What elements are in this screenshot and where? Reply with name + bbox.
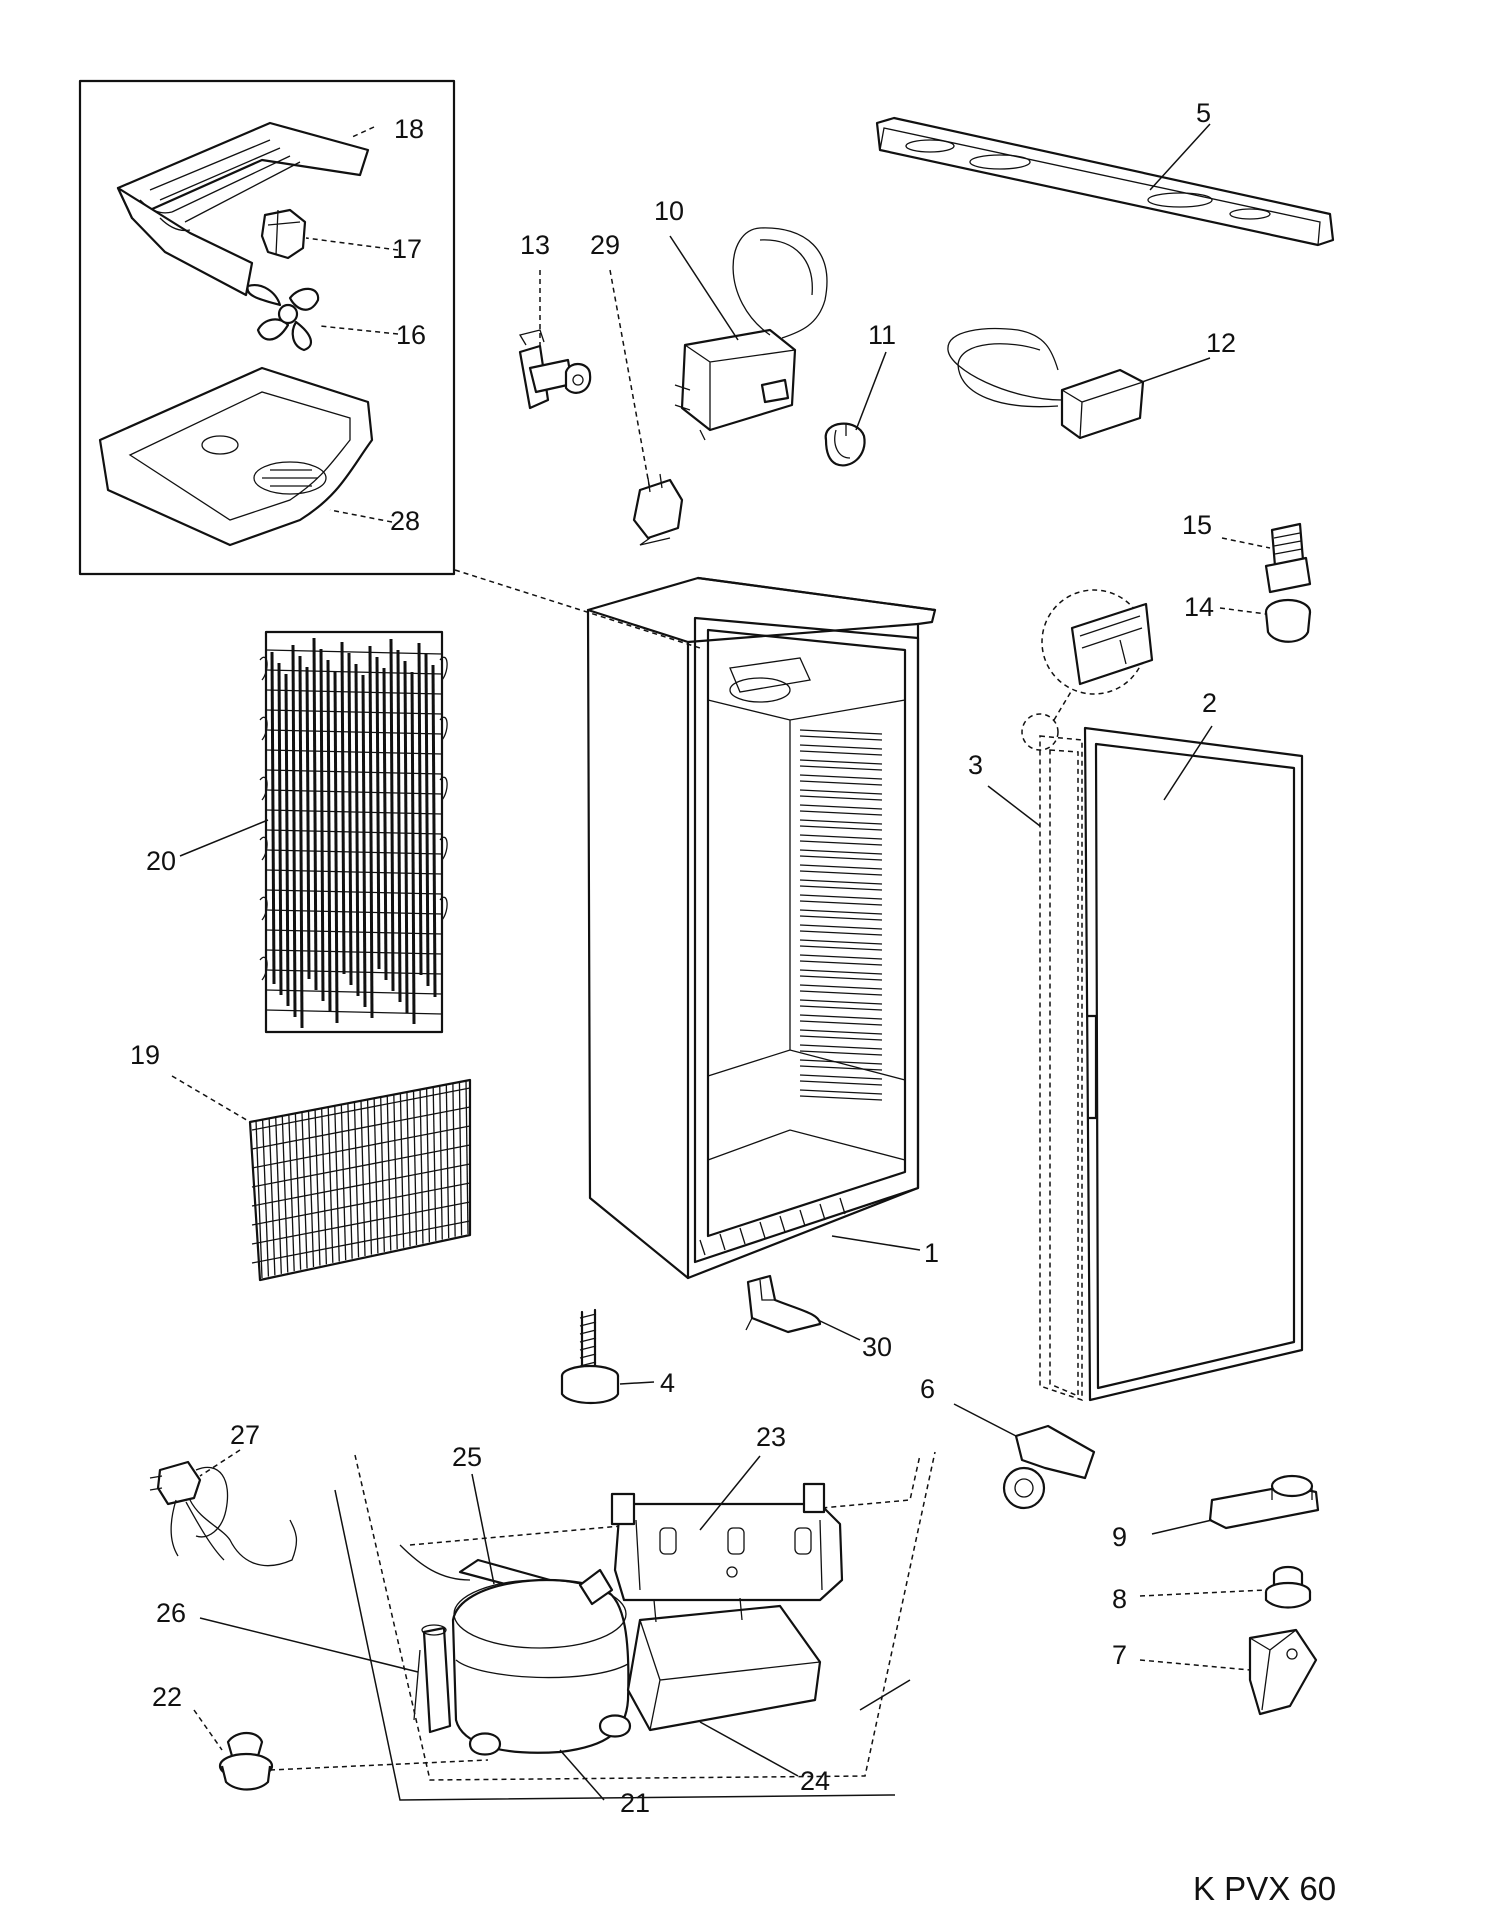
callout-17: 17 — [392, 234, 422, 264]
part-19-condenser-grid — [248, 1078, 472, 1282]
callout-13: 13 — [520, 230, 550, 260]
callout-27: 27 — [230, 1420, 260, 1450]
callout-12: 12 — [1206, 328, 1236, 358]
callout-14: 14 — [1184, 592, 1214, 622]
callout-10: 10 — [654, 196, 684, 226]
callout-20: 20 — [146, 846, 176, 876]
callout-9: 9 — [1112, 1522, 1127, 1552]
callout-21: 21 — [620, 1788, 650, 1818]
callout-23: 23 — [756, 1422, 786, 1452]
part-16-fan-blade — [246, 284, 320, 352]
callout-29: 29 — [590, 230, 620, 260]
part-2-door — [1083, 726, 1304, 1402]
part-13-valve — [518, 329, 592, 410]
callout-3: 3 — [968, 750, 983, 780]
part-14-cap — [1264, 598, 1312, 643]
callout-1: 1 — [924, 1238, 939, 1268]
callout-30: 30 — [862, 1332, 892, 1362]
part-11-knob — [824, 422, 866, 467]
callout-24: 24 — [800, 1766, 830, 1796]
callout-4: 4 — [660, 1368, 675, 1398]
part-29-connector — [632, 473, 684, 546]
part-24-drip-basin — [626, 1597, 822, 1732]
part-30-hinge-bracket — [745, 1274, 822, 1334]
part-15-fitting — [1264, 522, 1312, 594]
callout-11: 11 — [868, 320, 896, 350]
part-20-condenser — [259, 630, 448, 1034]
part-1-cabinet — [586, 576, 937, 1280]
part-12-light-switch — [947, 327, 1145, 440]
callout-22: 22 — [152, 1682, 182, 1712]
gasket-detail-callout — [1021, 589, 1154, 751]
callout-28: 28 — [390, 506, 420, 536]
part-9-hinge-plate — [1208, 1474, 1320, 1530]
leader-lines — [171, 123, 1271, 1801]
inset-fan-assembly — [78, 79, 456, 576]
part-26-capacitor — [413, 1624, 452, 1734]
part-3-door-gasket — [1039, 735, 1083, 1402]
callout-15: 15 — [1182, 510, 1212, 540]
part-8-bushing — [1264, 1565, 1312, 1609]
callout-8: 8 — [1112, 1584, 1127, 1614]
part-10-thermostat — [674, 227, 828, 441]
callout-5: 5 — [1196, 98, 1211, 128]
callout-7: 7 — [1112, 1640, 1127, 1670]
part-23-relay-bracket — [610, 1482, 844, 1602]
part-6-caster — [1002, 1424, 1096, 1510]
part-7-lower-hinge — [1248, 1628, 1318, 1716]
part-18-evaporator-cover — [116, 121, 370, 297]
callout-16: 16 — [396, 320, 426, 350]
part-17-fan-motor — [260, 208, 307, 260]
part-27-power-cord — [149, 1460, 298, 1567]
callout-19: 19 — [130, 1040, 160, 1070]
part-22-grommet — [218, 1731, 274, 1791]
callout-6: 6 — [920, 1374, 935, 1404]
part-5-top-trim — [875, 116, 1335, 247]
compressor-compartment — [334, 1451, 936, 1801]
callout-25: 25 — [452, 1442, 482, 1472]
part-21-compressor — [451, 1568, 632, 1756]
model-code: K PVX 60 — [1193, 1870, 1336, 1907]
callout-18: 18 — [394, 114, 424, 144]
callout-labels: 18 17 16 28 13 29 10 11 12 5 15 14 2 3 2… — [130, 98, 1236, 1818]
callout-26: 26 — [156, 1598, 186, 1628]
part-4-adjustable-foot — [560, 1308, 620, 1404]
callout-2: 2 — [1202, 688, 1217, 718]
part-28-drip-tray — [98, 366, 374, 547]
